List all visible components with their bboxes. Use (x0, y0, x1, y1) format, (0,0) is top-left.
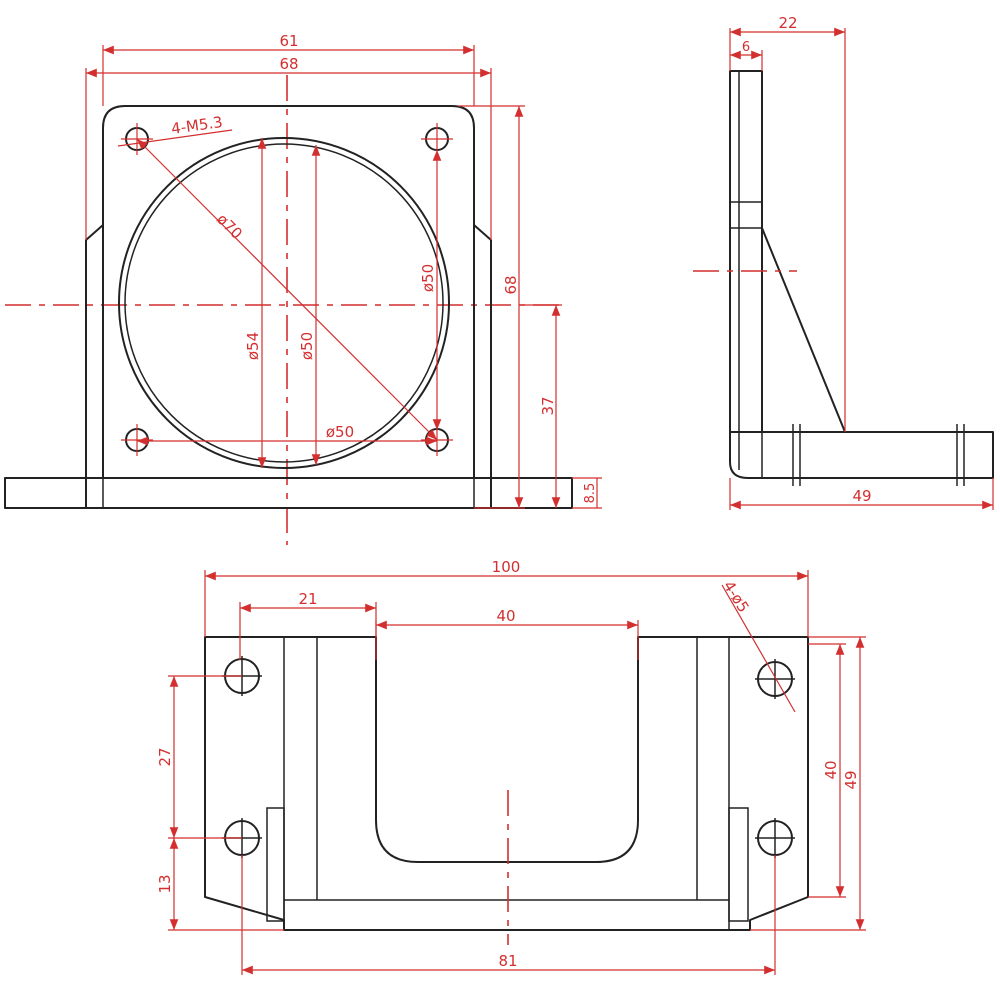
front-hole-bottom-left (121, 424, 153, 456)
hole-label-m5: 4-M5.3 (170, 113, 224, 138)
dia-50-horizontal-label: ø50 (326, 423, 354, 441)
dia-50-holes-label: ø50 (419, 264, 437, 292)
side-gusset (761, 227, 846, 433)
dim-40-top-label: 40 (496, 607, 515, 625)
hole-label-dia5: 4-ø5 (720, 578, 753, 616)
front-right-gusset (473, 224, 492, 508)
dim-40-side-label: 40 (822, 760, 840, 779)
dim-61-label: 61 (279, 32, 298, 50)
front-bore-inner (124, 143, 444, 463)
front-left-gusset (85, 224, 104, 508)
front-view: 61 68 68 37 8.5 4-M5.3 ø70 ø54 ø50 (4, 32, 602, 545)
top-hole-top-right (755, 659, 795, 699)
side-vertical-plate (729, 70, 763, 433)
top-right-tab (728, 807, 749, 922)
dim-6-label: 6 (742, 40, 750, 55)
dim-37-label: 37 (539, 396, 557, 415)
dim-49-side-label: 49 (852, 487, 871, 505)
front-bore-outer (118, 137, 450, 469)
top-hole-bottom-right (755, 818, 795, 858)
side-view: 22 6 49 (693, 14, 994, 510)
dim-13-label: 13 (156, 874, 174, 893)
hole-leader-dia5 (721, 584, 796, 713)
dim-8-5-label: 8.5 (583, 483, 598, 504)
side-base (729, 431, 994, 479)
top-view: 100 21 40 4-ø5 27 13 40 49 (156, 558, 866, 975)
dim-100-label: 100 (492, 558, 521, 576)
dia-70-label: ø70 (213, 210, 246, 243)
dim-21-label: 21 (298, 590, 317, 608)
dim-27-label: 27 (156, 747, 174, 766)
dim-49-top-label: 49 (842, 770, 860, 789)
dim-81-label: 81 (498, 952, 517, 970)
dia-54-label: ø54 (244, 332, 262, 360)
dim-68-side-label: 68 (502, 275, 520, 294)
dim-22-label: 22 (778, 14, 797, 32)
dim-68-top-label: 68 (279, 55, 298, 73)
top-left-tab (266, 807, 285, 922)
dim-line-dia-70 (136, 138, 438, 441)
top-base-outline (204, 636, 809, 931)
dia-50-vertical-label: ø50 (298, 332, 316, 360)
front-base (4, 477, 573, 509)
